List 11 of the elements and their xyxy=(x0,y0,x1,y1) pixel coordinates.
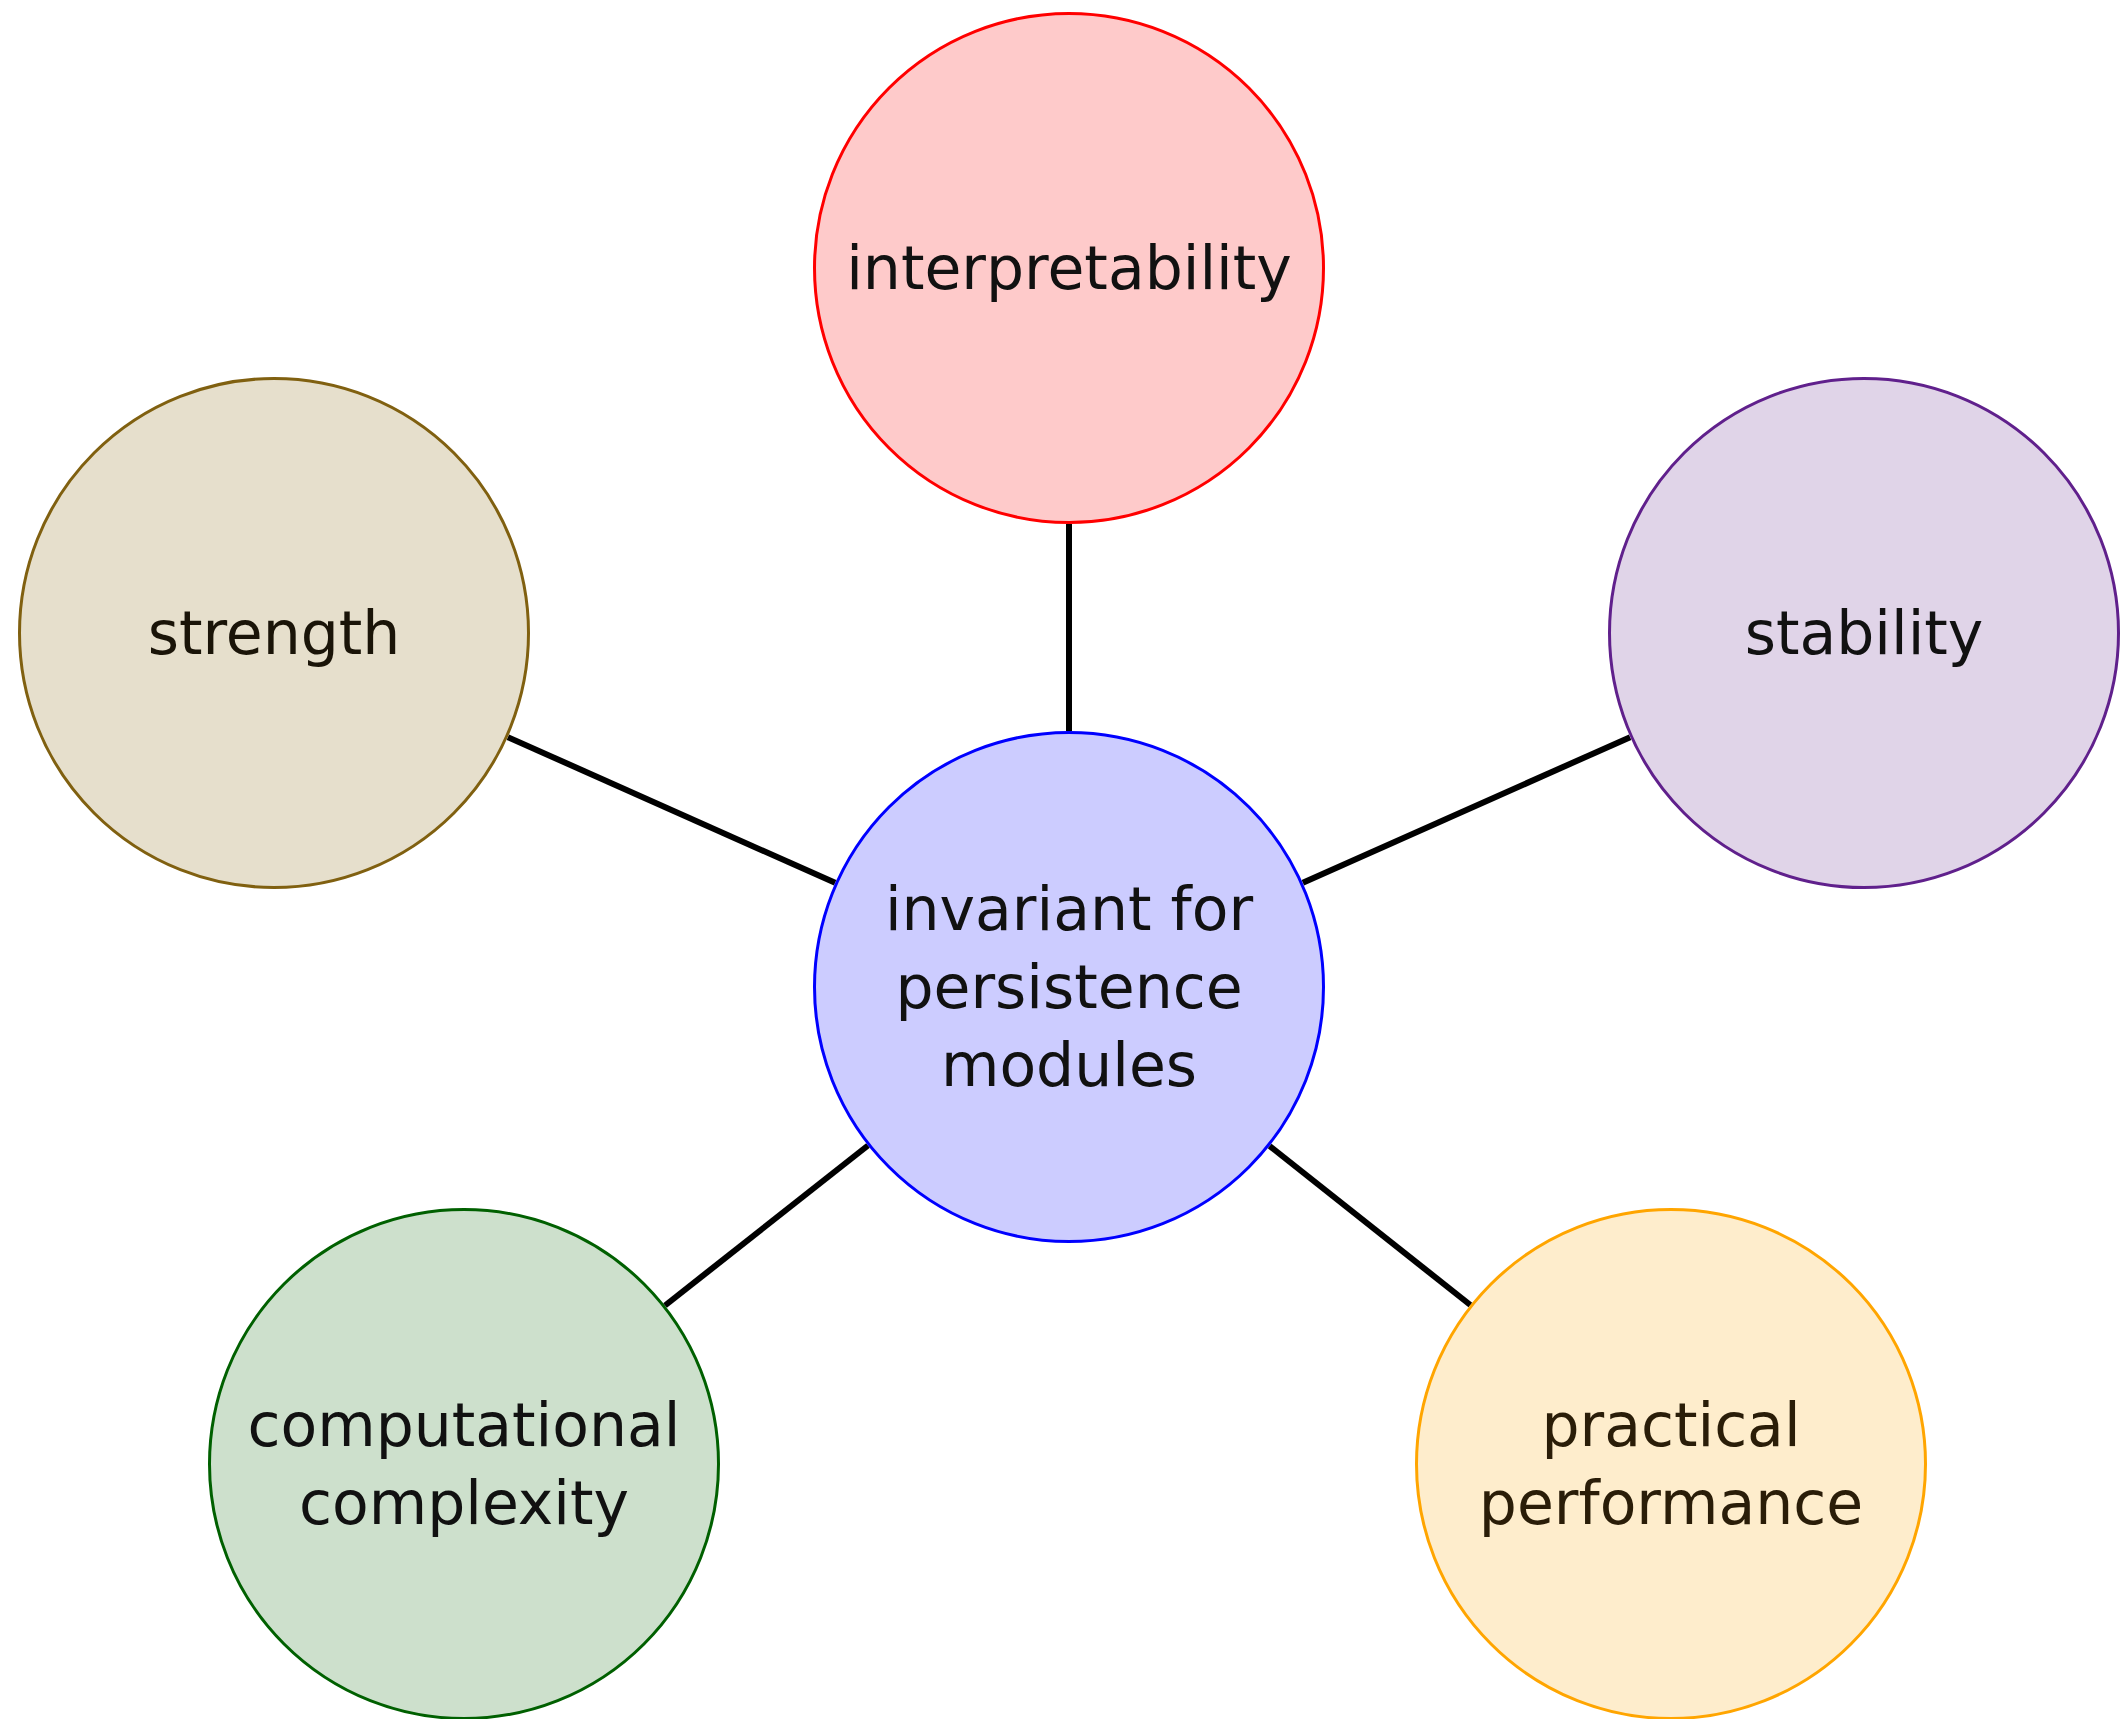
connector-line xyxy=(1267,1143,1473,1308)
connector-line xyxy=(506,734,837,886)
node-label: invariant for persistence modules xyxy=(883,873,1255,1102)
node-label: practical performance xyxy=(1477,1389,1865,1540)
node-label: stability xyxy=(1744,597,1984,670)
connector-line xyxy=(1066,524,1072,731)
connector-line xyxy=(1301,734,1632,886)
node-label: interpretability xyxy=(846,232,1292,305)
connector-line xyxy=(663,1143,870,1308)
node-label: computational complexity xyxy=(246,1389,682,1540)
node-label: strength xyxy=(147,597,401,670)
